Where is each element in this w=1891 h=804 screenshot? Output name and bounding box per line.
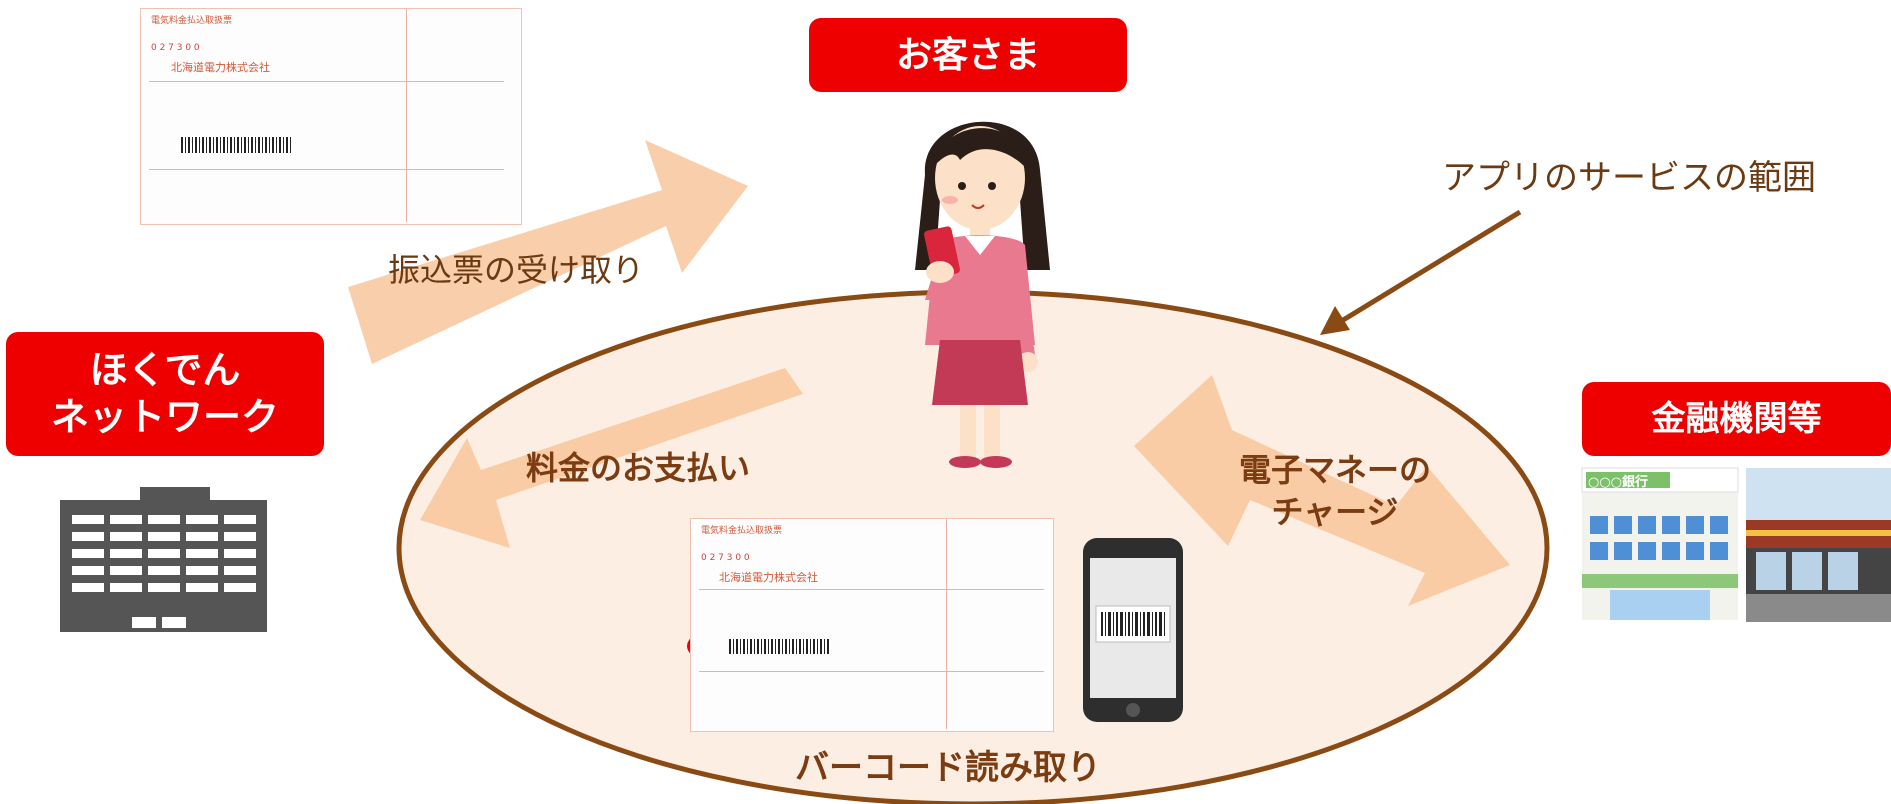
invoice-code: 0 2 7 3 0 0 [151, 43, 200, 53]
invoice-company: 北海道電力株式会社 [171, 61, 270, 74]
scope-pointer-head [1320, 306, 1350, 335]
receive-label: 振込票の受け取り [388, 251, 645, 289]
invoice-title: 電気料金払込取扱票 [151, 16, 233, 26]
invoice-company-2: 北海道電力株式会社 [719, 571, 818, 584]
invoice-barcode-2 [729, 639, 829, 654]
invoice-title-2: 電気料金払込取扱票 [701, 526, 783, 536]
customer-label: お客さま [895, 34, 1040, 76]
pay-arrow [420, 368, 803, 548]
hokuden-label-line1: ほくでん [89, 347, 241, 392]
invoice-form-top: 電気料金払込取扱票 0 2 7 3 0 0 北海道電力株式会社 [140, 8, 522, 225]
charge-label: 電子マネーの チャージ [1190, 450, 1480, 533]
smartphone-icon [1083, 538, 1183, 722]
customer-box: お客さま [809, 18, 1127, 92]
invoice-barcode [181, 137, 291, 153]
scope-pointer-line [1333, 209, 1522, 328]
charge-arrow [1134, 375, 1510, 606]
hokuden-label-line2: ネットワーク [50, 395, 279, 439]
invoice-code-2: 0 2 7 3 0 0 [701, 553, 750, 563]
bank-sign: ○○○銀行 [1588, 475, 1649, 490]
invoice-form-center: 電気料金払込取扱票 0 2 7 3 0 0 北海道電力株式会社 [690, 518, 1054, 732]
finance-box: 金融機関等 [1582, 382, 1891, 456]
building-icon [60, 487, 267, 632]
pay-label: 料金のお支払い [526, 449, 751, 487]
charge-label-line1: 電子マネーの [1238, 451, 1431, 489]
customer-illustration [915, 121, 1050, 468]
charge-label-line2: チャージ [1271, 492, 1399, 531]
bank-illustration [1581, 467, 1739, 620]
store-photo [1746, 468, 1891, 622]
app-scope-label: アプリのサービスの範囲 [1442, 158, 1816, 198]
barcode-label: バーコード読み取り [795, 748, 1101, 788]
finance-label: 金融機関等 [1651, 398, 1822, 439]
hokuden-box: ほくでん ネットワーク [6, 332, 324, 456]
receive-arrow [348, 140, 748, 364]
